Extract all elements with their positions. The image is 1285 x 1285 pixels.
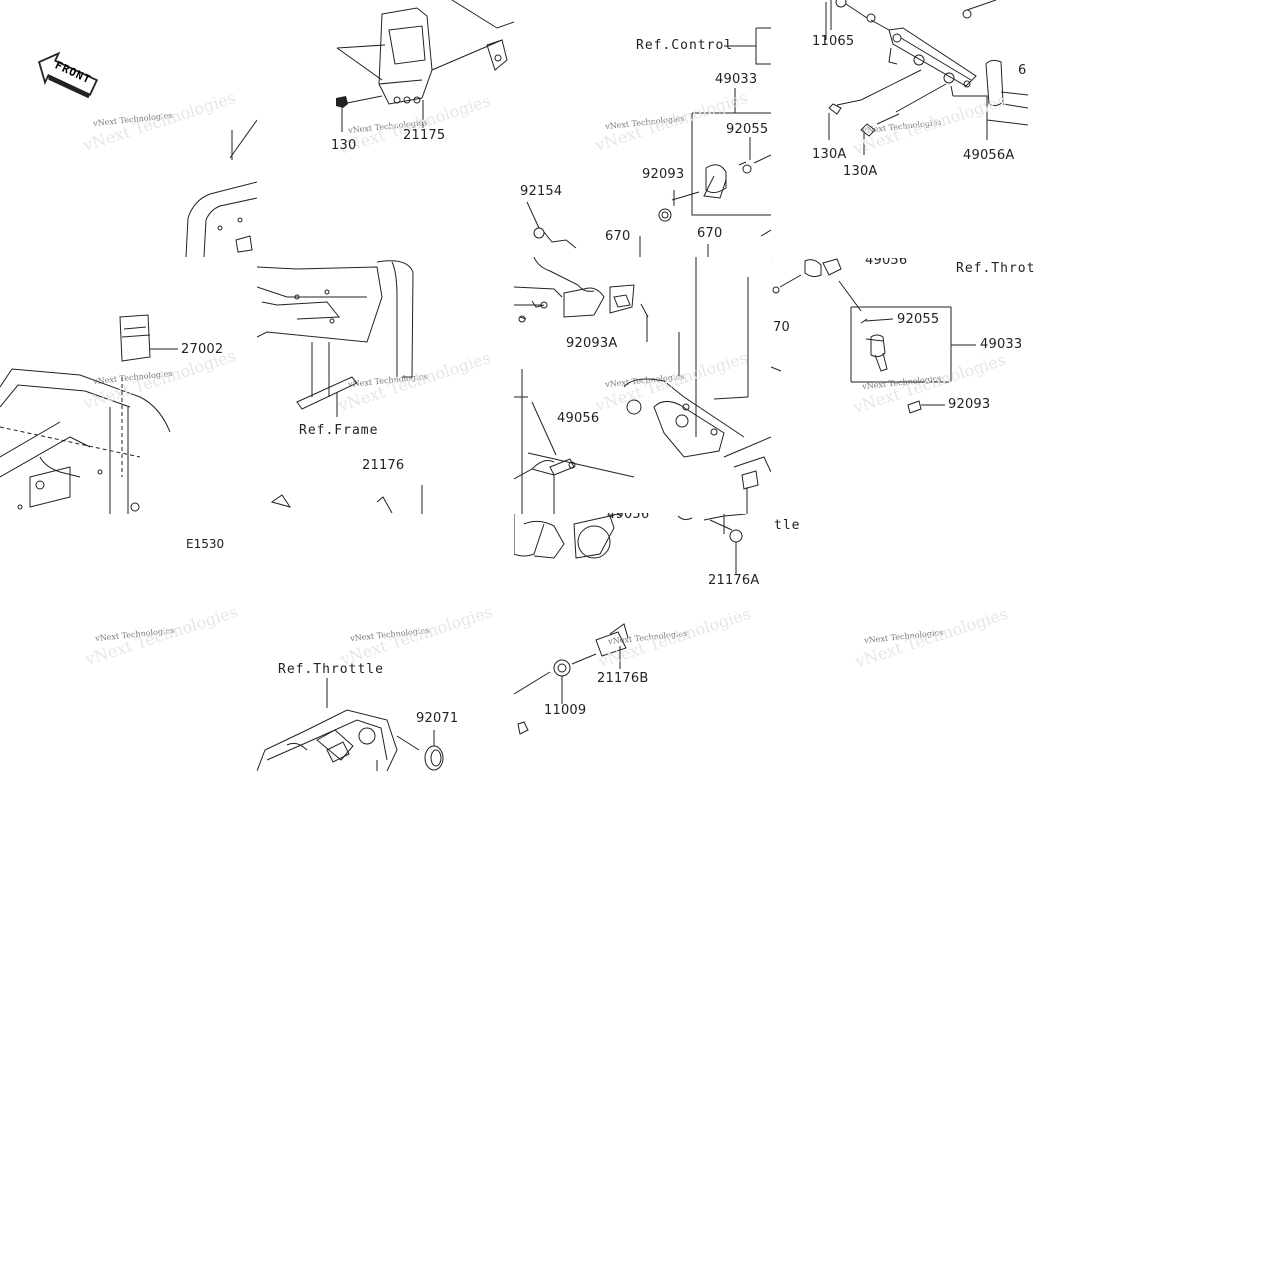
- ref-throttle-right[interactable]: Ref.Throt: [956, 261, 1036, 276]
- tile-fuel-rail: [771, 0, 1028, 257]
- part-label-670-b[interactable]: 670: [697, 226, 723, 241]
- part-label-49056A[interactable]: 49056A: [963, 148, 1015, 163]
- part-label-27002[interactable]: 27002: [181, 342, 224, 357]
- tile-main-frame: [0, 257, 257, 514]
- part-label-21175[interactable]: 21175: [403, 128, 446, 143]
- part-label-21176B[interactable]: 21176B: [597, 671, 649, 686]
- part-label-49033-right[interactable]: 49033: [980, 337, 1023, 352]
- part-label-49056-cut[interactable]: 49056: [607, 507, 650, 522]
- part-label-130[interactable]: 130: [331, 138, 357, 153]
- part-label-70-cut[interactable]: 70: [773, 320, 790, 335]
- tile-frame-top-left: [180, 100, 257, 257]
- part-label-49033-top[interactable]: 49033: [715, 72, 758, 87]
- tile-throttle-bottom: [257, 650, 514, 771]
- part-label-130A-a[interactable]: 130A: [812, 147, 847, 162]
- ref-throttle-bottom[interactable]: Ref.Throttle: [278, 662, 384, 677]
- diagram-code: E1530: [186, 537, 225, 551]
- tile-ecu: [257, 0, 514, 257]
- part-label-92071[interactable]: 92071: [416, 711, 459, 726]
- part-label-11009[interactable]: 11009: [544, 703, 587, 718]
- ref-frame[interactable]: Ref.Frame: [299, 423, 379, 438]
- tile-injector-top: [514, 0, 771, 257]
- part-label-130A-b[interactable]: 130A: [843, 164, 878, 179]
- tile-throttle-body: [514, 257, 771, 514]
- part-label-92055-top[interactable]: 92055: [726, 122, 769, 137]
- part-label-92093-top[interactable]: 92093: [642, 167, 685, 182]
- part-label-92055-right[interactable]: 92055: [897, 312, 940, 327]
- part-label-92093-right[interactable]: 92093: [948, 397, 991, 412]
- tile-throttle-lower: [514, 514, 771, 771]
- part-label-11065[interactable]: 11065: [812, 34, 855, 49]
- part-label-49056-mid[interactable]: 49056: [557, 411, 600, 426]
- ref-control[interactable]: Ref.Control: [636, 38, 734, 53]
- part-label-92154[interactable]: 92154: [520, 184, 563, 199]
- tile-ecu-bracket: [257, 257, 514, 514]
- part-label-670-a[interactable]: 670: [605, 229, 631, 244]
- part-label-92093A[interactable]: 92093A: [566, 336, 618, 351]
- front-arrow: FRONT: [34, 46, 104, 106]
- ref-throttle-cut[interactable]: tle: [774, 518, 801, 533]
- part-label-6-cut[interactable]: 6: [1018, 63, 1027, 78]
- part-label-49056-right[interactable]: 49056: [865, 253, 908, 268]
- part-label-21176[interactable]: 21176: [362, 458, 405, 473]
- part-label-21176A[interactable]: 21176A: [708, 573, 760, 588]
- tile-right-injector: [771, 257, 1028, 514]
